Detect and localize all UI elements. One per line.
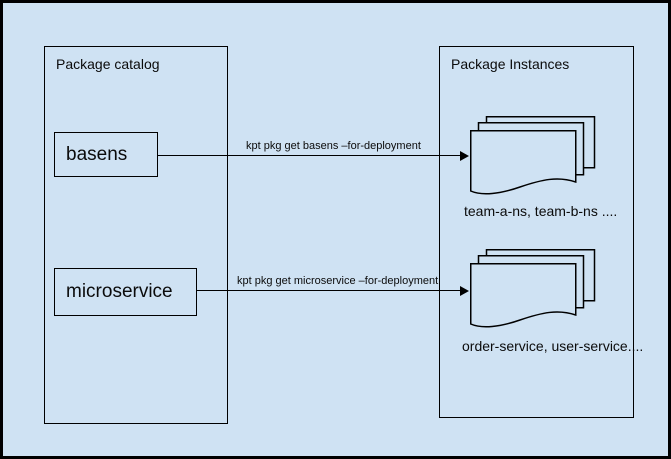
package-catalog-title: Package catalog [56, 56, 160, 72]
arrow-basens-head-icon [460, 151, 469, 161]
stack-caption-team-ns: team-a-ns, team-b-ns .... [464, 203, 618, 219]
package-box-microservice: microservice [54, 268, 197, 316]
stack-caption-services: order-service, user-service.... [462, 338, 644, 354]
document-stack-icon [470, 116, 596, 195]
package-box-basens: basens [54, 132, 158, 177]
arrow-microservice-line [197, 290, 463, 291]
package-box-microservice-label: microservice [66, 281, 173, 302]
arrow-basens-command-label: kpt pkg get basens –for-deployment [246, 140, 421, 152]
document-stack-icon [470, 249, 596, 328]
arrow-microservice-command-label: kpt pkg get microservice –for-deployment [237, 275, 439, 287]
arrow-microservice-head-icon [460, 286, 469, 296]
package-instances-group: Package Instances [439, 46, 634, 418]
package-catalog-group: Package catalog [44, 46, 228, 424]
arrow-basens-line [158, 155, 463, 156]
package-instances-title: Package Instances [451, 56, 570, 72]
package-box-basens-label: basens [66, 143, 128, 165]
